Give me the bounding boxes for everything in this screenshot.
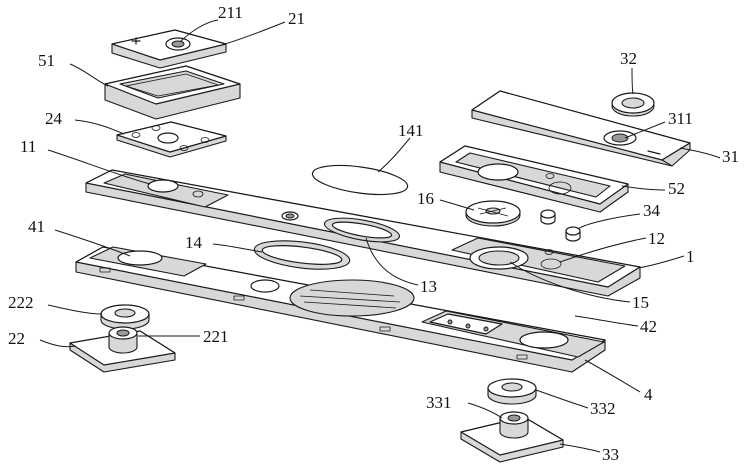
leader-31	[679, 147, 721, 159]
label-33: 33	[602, 445, 619, 464]
leader-11	[47, 149, 151, 185]
part-21-top-cap	[111, 29, 227, 69]
part-24-plate	[116, 121, 227, 158]
leader-16	[439, 199, 475, 211]
leader-332	[535, 389, 589, 409]
leader-4	[584, 359, 641, 393]
leader-211	[179, 19, 219, 43]
leader-33	[559, 443, 601, 453]
label-51: 51	[38, 51, 55, 70]
label-52: 52	[668, 179, 685, 198]
leader-311	[624, 121, 666, 139]
part-32-ring	[611, 92, 655, 117]
reference-labels: 211 21 51 24 11 141 32 311 31 52 16 34 1…	[8, 3, 739, 464]
part-22-plate	[69, 326, 176, 373]
label-13: 13	[420, 277, 437, 296]
leader-21	[224, 21, 286, 45]
part-52-frame	[439, 145, 629, 213]
leader-22	[39, 339, 77, 348]
leader-141	[377, 137, 411, 173]
label-11: 11	[20, 137, 36, 156]
leader-14	[212, 243, 263, 253]
label-14: 14	[185, 233, 203, 252]
part-33-plate	[460, 411, 564, 463]
label-211: 211	[218, 3, 243, 22]
part-1-main-body	[85, 169, 641, 297]
leader-lines	[39, 19, 721, 453]
part-4-lower-housing	[75, 246, 606, 373]
label-42: 42	[640, 317, 657, 336]
label-15: 15	[632, 293, 649, 312]
part-16-disc	[465, 200, 521, 227]
label-32: 32	[620, 49, 637, 68]
label-331: 331	[426, 393, 452, 412]
part-31-top-cover	[471, 90, 691, 167]
label-221: 221	[203, 327, 229, 346]
leader-331	[467, 402, 503, 419]
label-21: 21	[288, 9, 305, 28]
leader-13	[365, 237, 419, 286]
label-16: 16	[417, 189, 434, 208]
label-141: 141	[398, 121, 424, 140]
label-31: 31	[722, 147, 739, 166]
part-141-oval-membrane	[311, 164, 409, 196]
label-1: 1	[686, 247, 695, 266]
leader-41	[54, 229, 131, 257]
label-12: 12	[648, 229, 665, 248]
leader-15	[509, 261, 631, 303]
part-34-pegs	[540, 209, 581, 242]
label-41: 41	[28, 217, 45, 236]
label-22: 22	[8, 329, 25, 348]
label-222: 222	[8, 293, 34, 312]
label-24: 24	[45, 109, 63, 128]
leader-52	[621, 185, 666, 191]
label-4: 4	[644, 385, 653, 404]
leader-12	[559, 237, 647, 263]
part-14-seal	[253, 240, 351, 270]
part-222-cap	[100, 304, 150, 330]
leader-1	[637, 255, 685, 269]
leader-51	[69, 63, 109, 87]
label-332: 332	[590, 399, 616, 418]
leader-34	[577, 213, 641, 230]
leader-32	[631, 67, 634, 95]
leader-24	[74, 119, 125, 135]
part-51-frame	[104, 65, 241, 120]
part-332-cap	[487, 378, 537, 405]
label-34: 34	[643, 201, 661, 220]
leader-42	[574, 315, 639, 327]
label-311: 311	[668, 109, 693, 128]
leader-222	[47, 304, 103, 315]
